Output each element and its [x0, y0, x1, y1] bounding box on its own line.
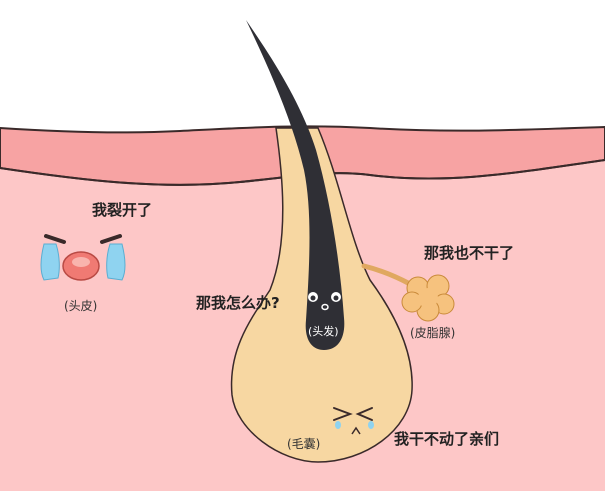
scalp-speech-text: 我裂开了: [92, 201, 153, 219]
hair-speech-text: 那我怎么办?: [196, 294, 280, 312]
sebaceous-duct: [361, 263, 413, 287]
scalp-label: (头皮): [64, 299, 98, 313]
follicle-label: (毛囊): [287, 437, 321, 451]
follicle-speech-text: 我干不动了亲们: [394, 430, 500, 448]
hair-face: [308, 292, 341, 311]
hair-shaft: [246, 20, 345, 350]
sebaceous-gland: [401, 274, 455, 322]
gland-label: (皮脂腺): [410, 326, 456, 340]
gland-speech-text: 那我也不干了: [424, 244, 515, 262]
crying-scalp-face: [40, 234, 126, 281]
hair-label: (头发): [308, 325, 339, 338]
follicle-face: [333, 407, 374, 435]
